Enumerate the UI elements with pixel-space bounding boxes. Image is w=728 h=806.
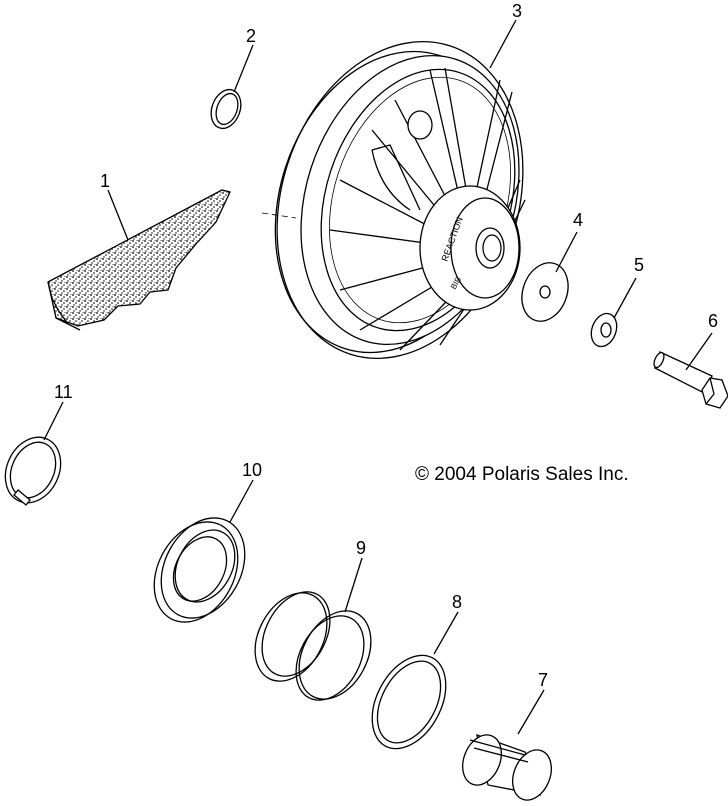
callout-2: 2 xyxy=(246,26,256,46)
lock-washer xyxy=(590,312,618,348)
callout-11: 11 xyxy=(54,382,73,402)
snap-ring-small xyxy=(210,88,242,130)
callout-7: 7 xyxy=(538,670,548,690)
bearing-race xyxy=(153,517,246,623)
callout-1: 1 xyxy=(100,171,110,191)
snap-ring-large xyxy=(4,436,62,506)
callout-10: 10 xyxy=(242,460,262,480)
thrust-ring xyxy=(371,654,447,750)
callout-4: 4 xyxy=(573,210,583,230)
hex-bolt xyxy=(653,351,728,409)
spring-rings xyxy=(254,591,372,701)
callout-5: 5 xyxy=(634,255,644,275)
driven-clutch-sheave: REACTION BIB xyxy=(274,41,526,359)
callout-8: 8 xyxy=(452,592,462,612)
copyright-text: © 2004 Polaris Sales Inc. xyxy=(415,464,629,485)
callout-6: 6 xyxy=(708,311,718,331)
drive-belt-section xyxy=(47,189,231,331)
callout-9: 9 xyxy=(356,538,366,558)
leader-lines xyxy=(43,19,713,735)
flat-washer xyxy=(521,262,569,322)
callout-3: 3 xyxy=(512,1,522,21)
roller-bushing xyxy=(462,733,552,801)
